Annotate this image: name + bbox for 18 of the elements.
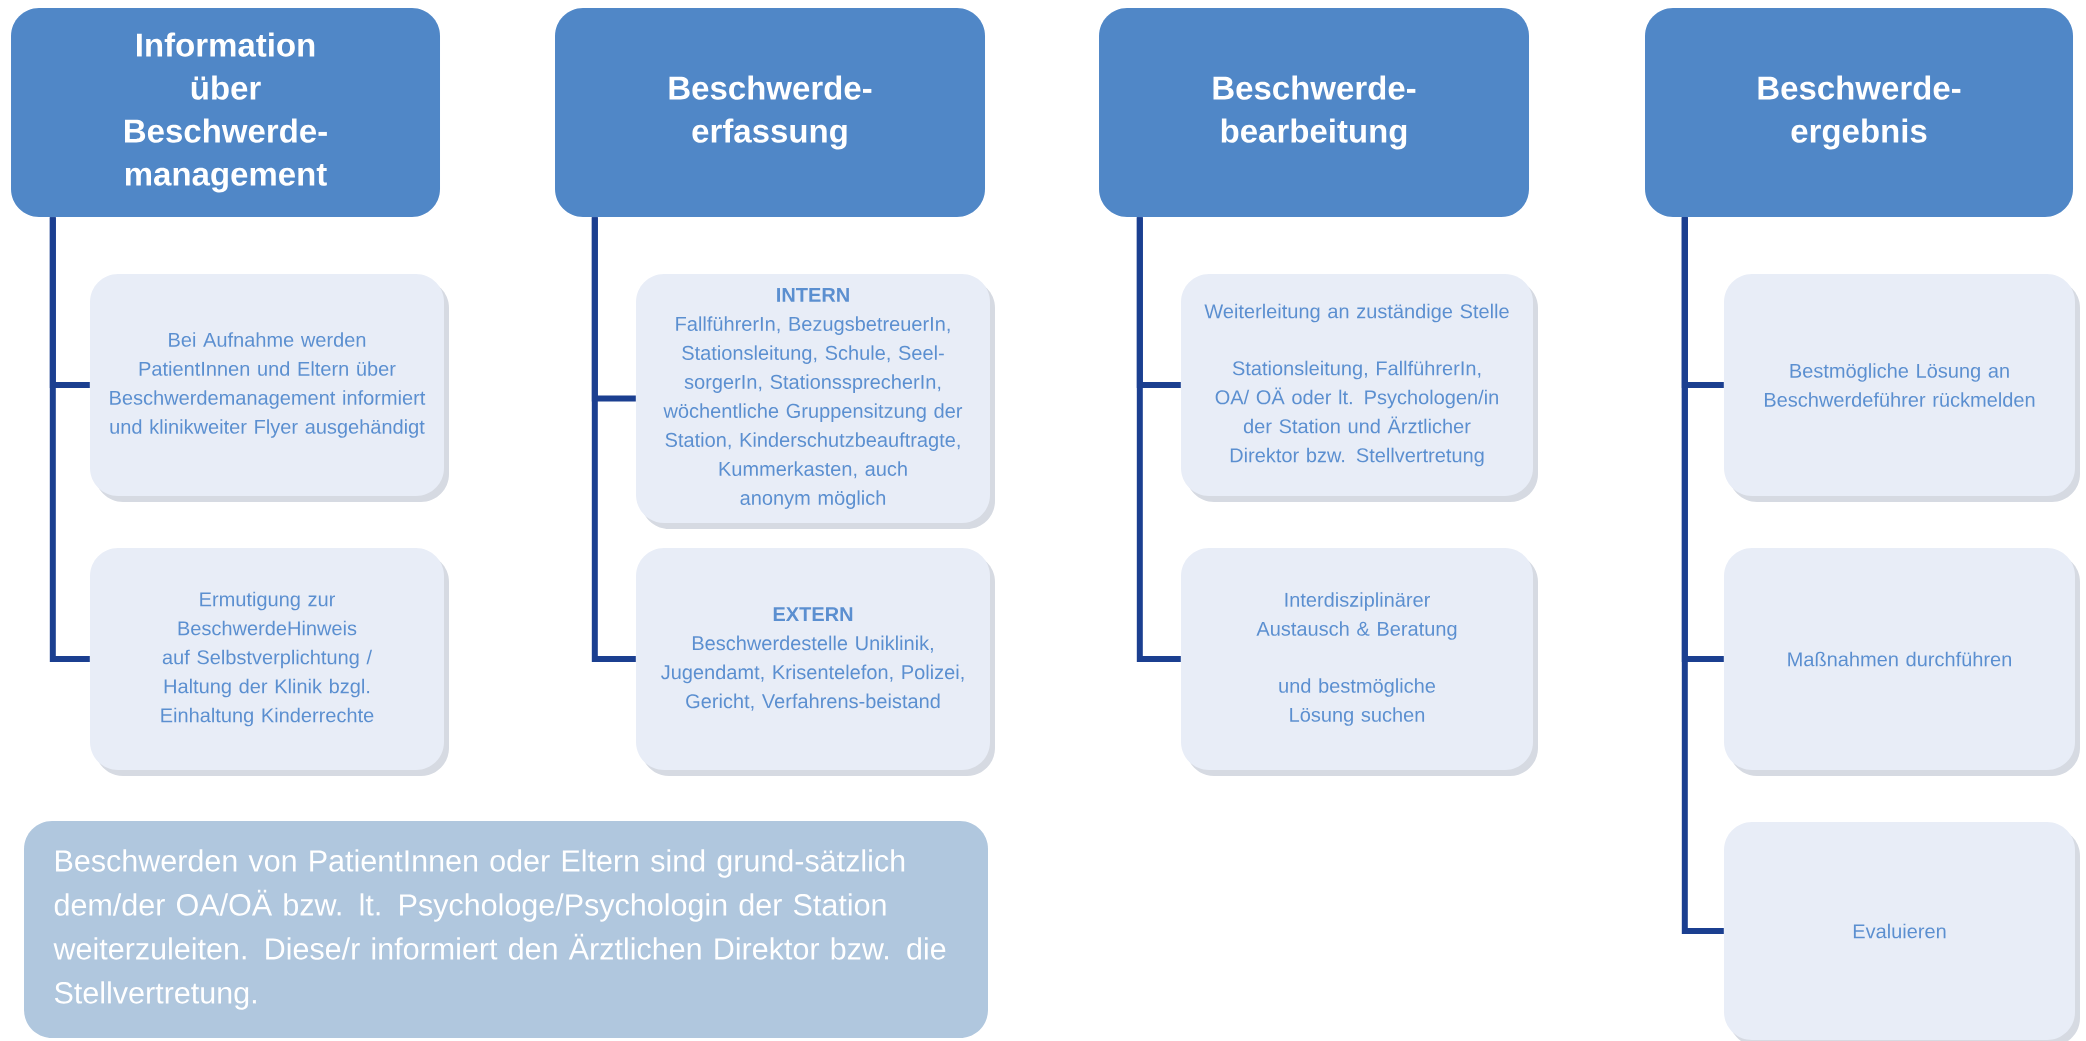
info-box: Weiterleitung an zuständige Stelle Stationsleitung, FallführerIn, OA/ OÄ oder lt. Psychologen/in der Station und Ärztlicher Direktor bzw. Stellvertretung — [1181, 274, 1538, 502]
stage-header-box: Beschwerde-bearbeitung — [1099, 8, 1529, 217]
info-box: Ermutigung zur BeschwerdeHinweis auf Selbstverplichtung / Haltung der Klinik bzgl. Einhaltung Kinderrechte — [90, 548, 449, 776]
stage-header-box: Beschwerde-ergebnis — [1645, 8, 2073, 217]
connector-line — [1136, 217, 1181, 662]
info-box: INTERN FallführerIn, BezugsbetreuerIn, Stationsleitung, Schule, Seel-sorgerIn, StationssprecherIn, wöchentliche Gruppensitzung der Station, Kinderschutzbeauftragte, Kummerkasten, auch anonym möglich — [636, 274, 995, 529]
stage-header-box: Beschwerde-erfassung — [555, 8, 985, 217]
info-box: Bestmögliche Lösung an Beschwerdeführer rückmelden — [1724, 274, 2080, 502]
info-box: Bei Aufnahme werden PatientInnen und Eltern über Beschwerdemanagement informiert und klinikweiter Flyer ausgehändigt — [90, 274, 449, 502]
stage-header-box: Information über Beschwerde-management — [11, 8, 440, 217]
info-box: EXTERN Beschwerdestelle Uniklinik, Jugendamt, Krisentelefon, Polizei, Gericht, Verfahrens-beistand — [636, 548, 995, 776]
connector-line — [1681, 217, 1724, 934]
connector-line — [49, 217, 90, 662]
connector-line — [591, 217, 636, 662]
info-box: Interdisziplinärer Austausch & Beratung und bestmögliche Lösung suchen — [1181, 548, 1538, 776]
note-box: Beschwerden von PatientInnen oder Eltern sind grund-sätzlich dem/der OA/OÄ bzw. lt. Psychologe/Psychologin der Station weiterzuleiten. Diese/r informiert den Ärztlichen Direktor bzw. die Stellvertretung. — [24, 821, 988, 1038]
info-box: Evaluieren — [1724, 822, 2080, 1041]
info-box: Maßnahmen durchführen — [1724, 548, 2080, 776]
